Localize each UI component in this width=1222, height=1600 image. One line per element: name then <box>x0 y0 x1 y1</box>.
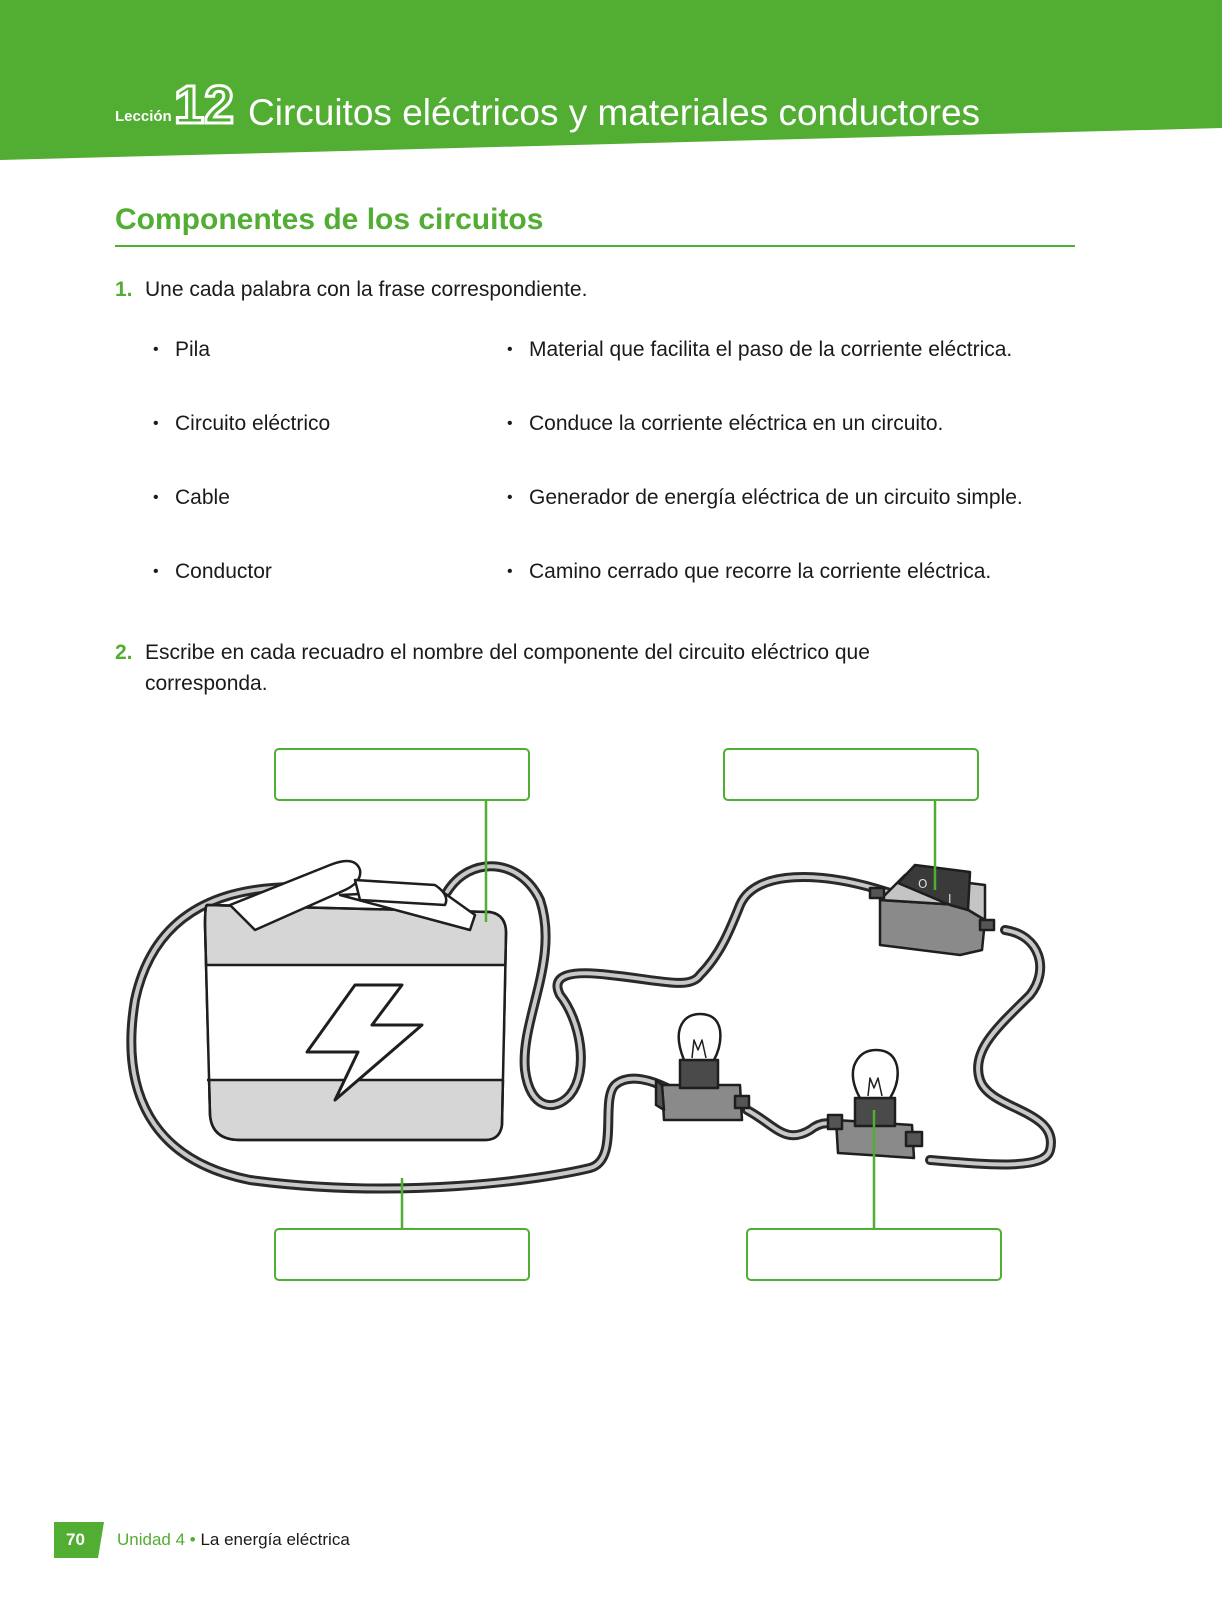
page-title: Circuitos eléctricos y materiales conduc… <box>248 92 981 133</box>
match-dot[interactable]: • <box>153 563 159 580</box>
svg-text:I: I <box>948 892 952 906</box>
match-dot[interactable]: • <box>153 489 159 506</box>
connector-lines <box>400 800 937 1228</box>
match-dot[interactable]: • <box>507 341 513 358</box>
answer-box-bottom-left[interactable] <box>274 1228 530 1281</box>
word-item[interactable]: •Cable <box>153 486 230 509</box>
word-item[interactable]: •Circuito eléctrico <box>153 412 331 435</box>
match-dot[interactable]: • <box>153 341 159 358</box>
lightning-bolt-icon <box>305 983 424 1102</box>
footer: Unidad 4 • La energía eléctrica <box>117 1530 350 1550</box>
footer-separator: • <box>185 1530 201 1549</box>
section-title: Componentes de los circuitos <box>115 203 544 236</box>
phrase-item[interactable]: •Conduce la corriente eléctrica en un ci… <box>507 412 944 435</box>
section-divider <box>115 245 1075 247</box>
battery-icon <box>203 859 508 1142</box>
footer-unit: Unidad 4 <box>117 1530 186 1549</box>
match-dot[interactable]: • <box>153 415 159 432</box>
lesson-number: 12 <box>172 75 235 135</box>
question-number: 1. <box>115 278 133 301</box>
word-item[interactable]: •Pila <box>153 338 211 361</box>
question-2: 2. Escribe en cada recuadro el nombre del… <box>115 637 925 699</box>
lesson-label: Lección <box>115 108 172 125</box>
question-number: 2. <box>115 641 133 664</box>
question-prompt: Escribe en cada recuadro el nombre del c… <box>145 641 870 695</box>
header-band <box>0 0 1222 160</box>
match-dot[interactable]: • <box>507 415 513 432</box>
light-bulb-icon <box>654 1012 751 1122</box>
page-number: 70 <box>54 1522 104 1558</box>
phrase-item[interactable]: •Camino cerrado que recorre la corriente… <box>507 560 992 583</box>
question-1: 1. Une cada palabra con la frase correspo… <box>115 274 587 305</box>
match-dot[interactable]: • <box>507 563 513 580</box>
phrase-item[interactable]: •Material que facilita el paso de la cor… <box>507 338 1013 361</box>
svg-text:O: O <box>918 877 927 891</box>
footer-topic: La energía eléctrica <box>200 1530 350 1549</box>
answer-box-bottom-right[interactable] <box>746 1228 1002 1281</box>
switch-icon: O I <box>868 863 996 957</box>
question-prompt: Une cada palabra con la frase correspond… <box>145 278 588 301</box>
match-dot[interactable]: • <box>507 489 513 506</box>
answer-box-top-right[interactable] <box>723 748 979 801</box>
phrase-item[interactable]: •Generador de energía eléctrica de un ci… <box>507 486 1023 509</box>
word-item[interactable]: •Conductor <box>153 560 272 583</box>
circuit-illustration: O I <box>126 800 1056 1228</box>
answer-box-top-left[interactable] <box>274 748 530 801</box>
